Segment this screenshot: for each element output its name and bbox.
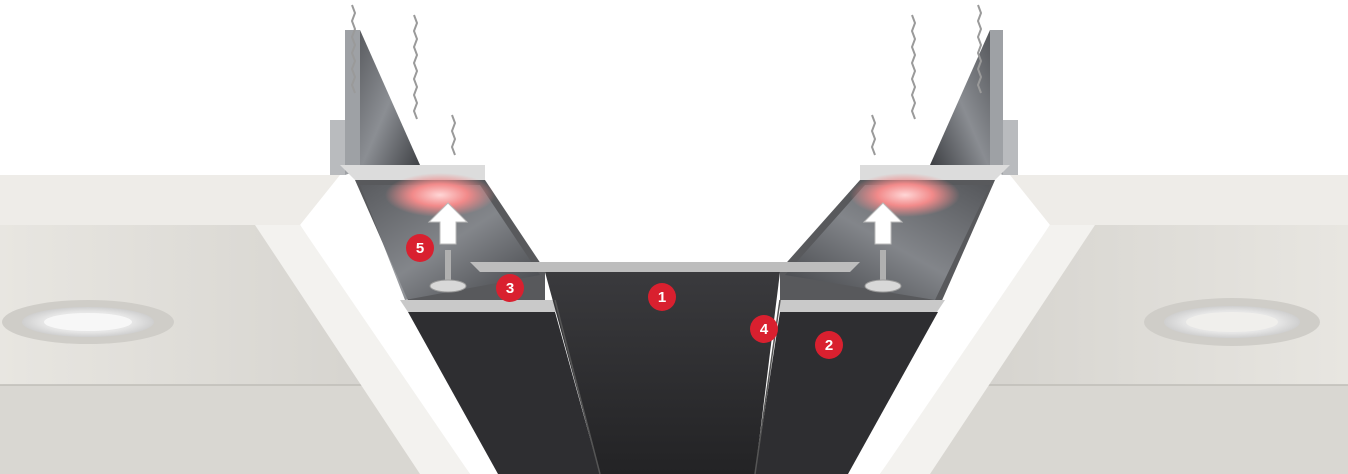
svg-text:1: 1 (658, 289, 666, 306)
callout-2: 2 (815, 331, 843, 359)
svg-text:2: 2 (825, 337, 833, 354)
right-steel-hanger (930, 30, 1018, 175)
left-steel-hanger (330, 30, 420, 175)
callout-5: 5 (406, 234, 434, 262)
screw-icon (429, 250, 467, 293)
downlight-icon (1144, 298, 1320, 346)
callout-1: 1 (648, 283, 676, 311)
screw-icon (864, 250, 902, 293)
central-panel (470, 262, 860, 474)
svg-text:5: 5 (416, 240, 424, 257)
svg-text:4: 4 (760, 321, 769, 338)
downlight-icon (2, 300, 174, 344)
svg-text:3: 3 (506, 280, 514, 297)
left-ceiling-board (0, 175, 470, 474)
callout-4: 4 (750, 315, 778, 343)
callout-3: 3 (496, 274, 524, 302)
arrow-up-icon (862, 202, 904, 245)
left-side-panel (408, 299, 601, 474)
arrow-up-icon (427, 202, 469, 245)
hanger-wire-icon (350, 4, 983, 156)
